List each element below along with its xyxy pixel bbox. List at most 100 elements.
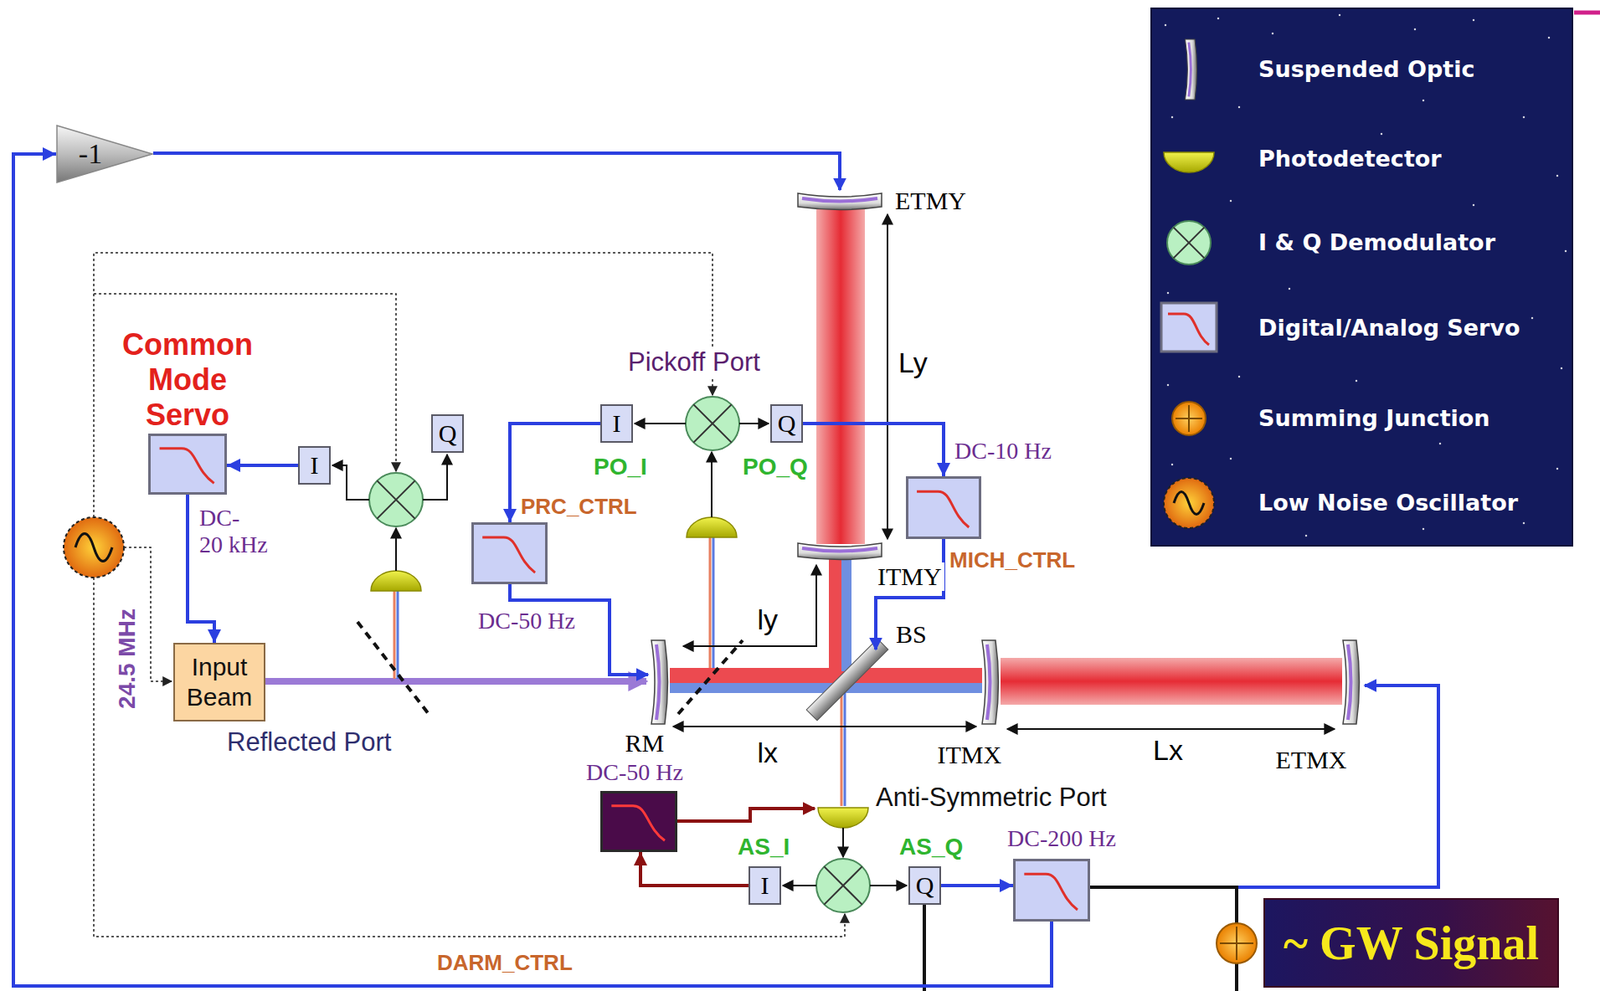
signal-wire xyxy=(739,422,769,425)
servo-curve xyxy=(916,491,969,528)
gain-value: -1 xyxy=(78,138,103,170)
servo-symbol xyxy=(602,793,675,850)
arrowhead xyxy=(503,509,517,523)
dimension-label: Lx xyxy=(1150,734,1186,767)
optic-name: ETMY xyxy=(892,186,969,216)
etmy-optic xyxy=(797,193,882,211)
y-arm-beam xyxy=(816,209,865,545)
dimension-arrow xyxy=(1007,728,1335,731)
legend-junction-icon xyxy=(1172,401,1206,436)
bandwidth-label: DC-50 Hz xyxy=(478,607,576,635)
gain-triangle-shape xyxy=(56,125,153,183)
gw-signal-box: ~ GW Signal xyxy=(1263,898,1559,988)
legend-text: Photodetector xyxy=(1258,145,1442,173)
quadrature-box: I xyxy=(600,404,633,443)
legend-servo-curve xyxy=(1167,313,1210,345)
bandwidth-label: DC- 20 kHz xyxy=(199,504,275,559)
signal-wire xyxy=(782,884,817,887)
legend-stars xyxy=(1165,15,1566,536)
arrowhead xyxy=(226,458,241,473)
bs-beam xyxy=(828,558,842,672)
servo-box: Common Mode ServoDC- 20 kHz xyxy=(148,433,227,495)
signal-wire xyxy=(634,422,686,425)
signal-name: PO_Q xyxy=(740,453,811,481)
quadrature-label: I xyxy=(761,871,770,901)
legend-photodetector-icon xyxy=(1163,152,1215,173)
legend-demodulator-icon xyxy=(1167,221,1211,265)
bs-beam xyxy=(841,558,852,672)
legend-oscillator-sine xyxy=(1173,492,1204,515)
optic-name: ITMY xyxy=(874,562,945,592)
quadrature-box: Q xyxy=(431,414,464,453)
dimension-arrow xyxy=(673,725,977,728)
servo-curve xyxy=(159,448,215,484)
input-beam-box: Input Beam xyxy=(173,643,266,722)
gain-block: -1 xyxy=(56,124,154,184)
lo-wire xyxy=(93,577,845,937)
as-beam xyxy=(843,693,847,807)
oscillator xyxy=(63,517,124,578)
quadrature-box: Q xyxy=(770,404,803,443)
demodulator xyxy=(369,473,423,527)
quadrature-box: Q xyxy=(908,866,942,906)
legend-optic-icon xyxy=(1185,39,1198,100)
signal-wire xyxy=(710,452,713,518)
servo-symbol xyxy=(150,436,225,493)
control-signal-name: PRC_CTRL xyxy=(520,493,638,520)
arrowhead xyxy=(633,852,648,866)
signal-wire xyxy=(922,905,927,991)
gain-triangle xyxy=(56,124,154,184)
photodetector xyxy=(686,517,737,538)
demodulator-cross xyxy=(823,866,862,905)
photodetector xyxy=(370,571,422,592)
as-beam xyxy=(840,693,844,807)
signal-wire xyxy=(1090,887,1237,924)
port-name: Reflected Port xyxy=(224,727,394,758)
servo-curve xyxy=(611,806,665,842)
legend-oscillator-icon xyxy=(1163,478,1215,529)
optic-name: BS xyxy=(893,620,930,649)
servo-box: DC-200 Hz xyxy=(1013,859,1091,922)
quadrature-label: I xyxy=(310,451,319,480)
gw-signal-text: ~ GW Signal xyxy=(1283,916,1539,971)
po-pickoff-beam xyxy=(712,537,716,669)
lo-wire xyxy=(93,293,397,472)
servo-symbol xyxy=(908,478,979,537)
x-arm-beam xyxy=(1000,658,1343,705)
servo-symbol xyxy=(473,524,546,582)
servo-symbol xyxy=(1015,861,1088,920)
connector-line xyxy=(13,154,1052,987)
port-name: Pickoff Port xyxy=(625,347,763,378)
connector xyxy=(802,423,951,477)
dc-servo-box: DC-50 Hz xyxy=(600,791,678,853)
control-signal-name: MICH_CTRL xyxy=(949,547,1076,573)
signal-wire xyxy=(1234,963,1239,991)
itmy-optic xyxy=(797,543,882,561)
connector xyxy=(633,852,749,886)
beam-splitter xyxy=(806,638,889,721)
quadrature-box: I xyxy=(748,866,782,906)
bandwidth-label: DC-10 Hz xyxy=(954,437,1052,465)
frequency-label: 24.5 MHz xyxy=(113,606,141,712)
quadrature-label: I xyxy=(612,409,622,438)
arrowhead xyxy=(207,629,222,644)
legend-text: Suspended Optic xyxy=(1258,56,1475,83)
po-pickoff-beam xyxy=(709,537,712,669)
connector-line xyxy=(802,423,944,477)
signal-name: PO_I xyxy=(591,453,650,481)
quadrature-label: Q xyxy=(777,409,797,438)
demodulator xyxy=(685,396,740,451)
pickoff-mirror xyxy=(678,640,743,715)
signal-wire xyxy=(332,465,370,500)
connector-line xyxy=(640,852,749,886)
legend-servo-icon xyxy=(1161,303,1217,352)
input-beam-label: Input Beam xyxy=(186,652,253,713)
control-wire xyxy=(1236,685,1439,888)
demodulator-cross xyxy=(376,480,415,519)
oscillator-sine xyxy=(75,534,113,562)
optic-name: RM xyxy=(622,729,668,758)
servo-curve xyxy=(482,537,536,573)
corner-mark xyxy=(1574,10,1600,16)
